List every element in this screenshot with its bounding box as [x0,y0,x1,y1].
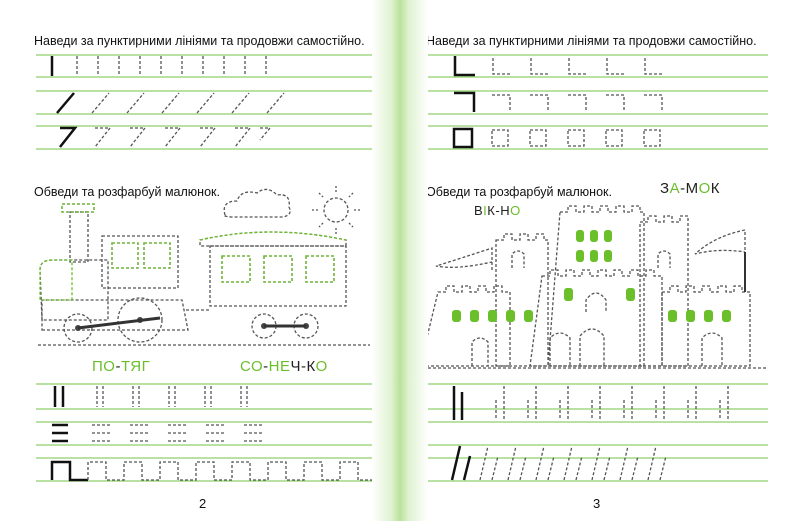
book-gutter [372,0,428,521]
word-train: ПО-ТЯГ [92,358,150,375]
right-trace-rows [426,54,768,482]
word-sun-syl-1: СО [240,358,264,375]
word-castle-syl-4: М [685,180,699,197]
word-window-syl-6: О [510,203,521,218]
word-train-syl-3: ТЯГ [120,358,151,375]
word-castle-syl-1: З [660,180,670,197]
word-window-syl-1: В [474,203,484,218]
word-window-syl-4: - [495,203,501,218]
word-sun: СО-НЕЧ-КО [240,358,328,375]
word-window: ВІК-НО [474,203,521,218]
sun [323,197,349,223]
word-castle-syl-6: К [710,180,720,197]
word-sun-syl-3: НЕ [268,358,291,375]
page-number: 2 [199,496,207,511]
word-window-syl-2: І [483,203,488,218]
word-sun-syl-6: К [306,358,316,375]
word-sun-syl-7: О [315,358,328,375]
cloud [223,188,291,218]
left-trace-rows [36,54,378,482]
castle-picture [419,205,768,369]
train-picture [38,186,370,346]
word-train-syl-2: - [115,358,121,375]
word-sun-syl-4: Ч [290,358,302,375]
word-castle-syl-5: О [698,180,711,197]
word-castle: ЗА-МОК [660,180,720,197]
word-castle-syl-2: А [669,180,681,197]
word-window-syl-5: Н [500,203,511,218]
left-page: Наведи за пунктирними лініями та продовж… [34,34,378,511]
trace-instruction: Наведи за пунктирними лініями та продовж… [426,34,757,48]
right-page: Наведи за пунктирними лініями та продовж… [400,0,800,521]
color-instruction: Обведи та розфарбуй малюнок. [426,185,612,199]
page-number: 3 [593,496,601,511]
color-instruction: Обведи та розфарбуй малюнок. [34,185,220,199]
word-train-syl-1: ПО [92,358,116,375]
word-sun-syl-5: - [301,358,307,375]
word-castle-syl-3: - [680,180,686,197]
word-window-syl-3: К [487,203,496,218]
trace-instruction: Наведи за пунктирними лініями та продовж… [34,34,365,48]
word-sun-syl-2: - [263,358,269,375]
